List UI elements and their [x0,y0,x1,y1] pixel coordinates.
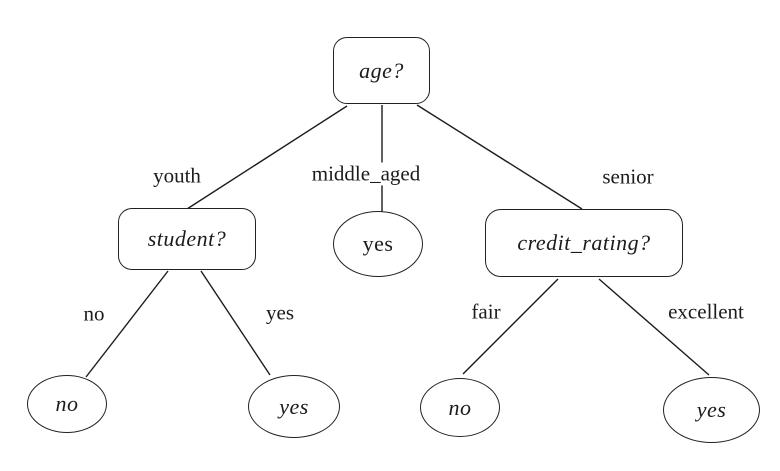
edge-label-youth: youth [150,164,204,188]
leaf-node-youth-no-label: no [55,391,79,416]
decision-node-credit-rating-label: credit_rating? [517,230,651,255]
edge-line-excellent [598,278,710,376]
edge-label-student-no: no [80,302,108,326]
edge-line-student-no [85,270,169,378]
leaf-node-excellent-yes-label: yes [696,397,727,422]
decision-node-student: student? [118,208,256,270]
leaf-node-youth-no: no [27,375,107,433]
decision-node-age-label: age? [359,57,404,83]
edge-label-senior: senior [599,165,657,189]
leaf-node-middle-aged-yes: yes [333,211,423,277]
decision-node-credit-rating: credit_rating? [485,209,683,277]
edge-label-excellent: excellent [665,300,747,324]
leaf-node-middle-aged-yes-label: yes [362,231,394,256]
leaf-node-fair-no-label: no [448,394,472,420]
leaf-node-youth-yes: yes [248,375,340,438]
leaf-node-youth-yes-label: yes [279,393,309,419]
edge-line-youth [186,105,348,210]
edge-line-fair [462,278,559,375]
leaf-node-excellent-yes: yes [663,377,760,443]
decision-node-student-label: student? [147,226,227,251]
leaf-node-fair-no: no [420,378,500,437]
decision-node-age: age? [333,37,430,104]
edge-line-student-yes [200,270,271,376]
edge-label-middle-aged: middle_aged [308,162,424,186]
edge-line-senior [416,104,583,210]
edge-label-fair: fair [468,300,504,324]
edge-label-student-yes: yes [263,301,297,325]
